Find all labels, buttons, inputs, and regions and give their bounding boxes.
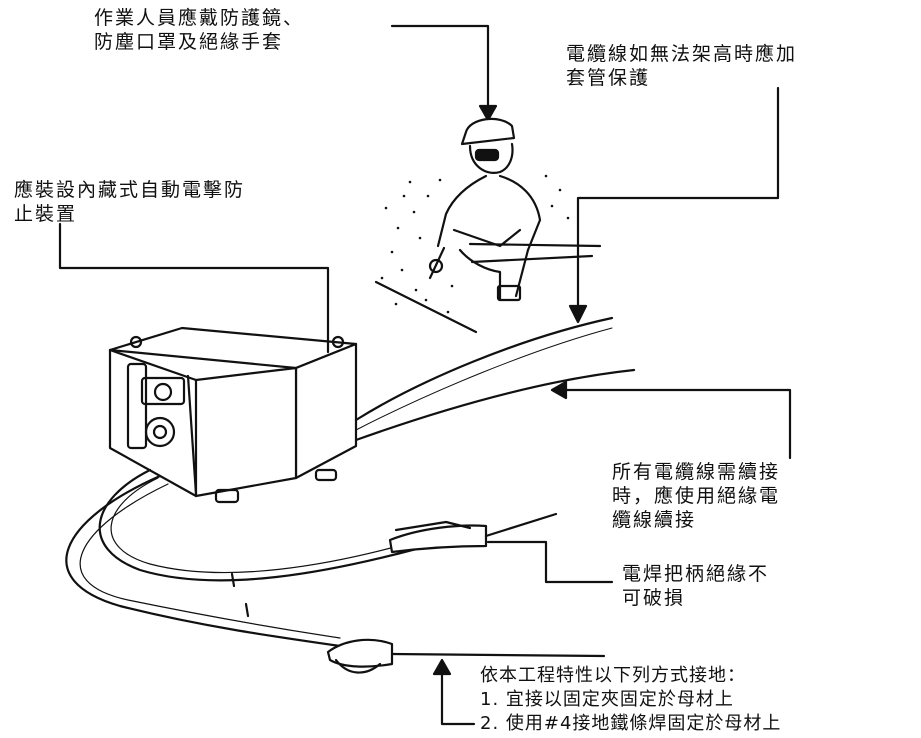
- label-cable-sleeve-line1: 電纜線如無法架高時應加: [566, 43, 798, 65]
- label-cable-joint-line3: 纜線續接: [612, 509, 697, 531]
- cable-upper: [354, 316, 614, 431]
- worker: [428, 117, 542, 302]
- label-grounding: 依本工程特性以下列方式接地： 1. 宜接以固定夾固定於母材上 2. 使用#4接地…: [480, 664, 781, 736]
- label-grounding-line3: 2. 使用#4接地鐵條焊固定於母材上: [480, 713, 782, 734]
- label-grounding-line2: 1. 宜接以固定夾固定於母材上: [480, 689, 734, 710]
- label-cable-joint: 所有電纜線需續接 時，應使用絕緣電 纜線續接: [612, 460, 780, 532]
- welding-machine: [108, 326, 358, 504]
- leader-grounding: [432, 658, 476, 726]
- label-holder: 電焊把柄絕緣不 可破損: [622, 562, 769, 610]
- label-goggles: 作業人員應戴防護鏡、 防塵口罩及絕緣手套: [94, 6, 304, 54]
- label-grounding-line1: 依本工程特性以下列方式接地：: [480, 665, 746, 686]
- label-shock-device: 應裝設內藏式自動電擊防 止裝置: [14, 178, 245, 226]
- cable-front-inner: [98, 468, 422, 618]
- leader-cable-joint: [550, 380, 792, 460]
- label-shock-device-line2: 止裝置: [14, 203, 78, 225]
- label-cable-sleeve-line2: 套管保護: [566, 67, 651, 89]
- label-goggles-line2: 防塵口罩及絕緣手套: [94, 31, 284, 53]
- label-goggles-line1: 作業人員應戴防護鏡、: [94, 7, 305, 29]
- label-shock-device-line1: 應裝設內藏式自動電擊防: [14, 179, 246, 201]
- leader-shock-device: [58, 222, 330, 354]
- ground-clamp: [326, 638, 606, 674]
- label-holder-line2: 可破損: [622, 587, 686, 609]
- label-cable-joint-line2: 時，應使用絕緣電: [612, 485, 781, 507]
- electrode-holder: [388, 512, 558, 554]
- sparks: [380, 174, 570, 314]
- label-cable-sleeve: 電纜線如無法架高時應加 套管保護: [566, 42, 797, 90]
- cable-lower: [354, 368, 636, 442]
- leader-cable-sleeve: [568, 86, 780, 324]
- label-holder-line1: 電焊把柄絕緣不: [622, 563, 770, 585]
- work-surface: [374, 242, 602, 334]
- leader-goggles: [390, 24, 498, 122]
- label-cable-joint-line1: 所有電纜線需續接: [612, 461, 781, 483]
- cable-front-outer: [65, 474, 342, 648]
- leader-holder: [486, 540, 614, 584]
